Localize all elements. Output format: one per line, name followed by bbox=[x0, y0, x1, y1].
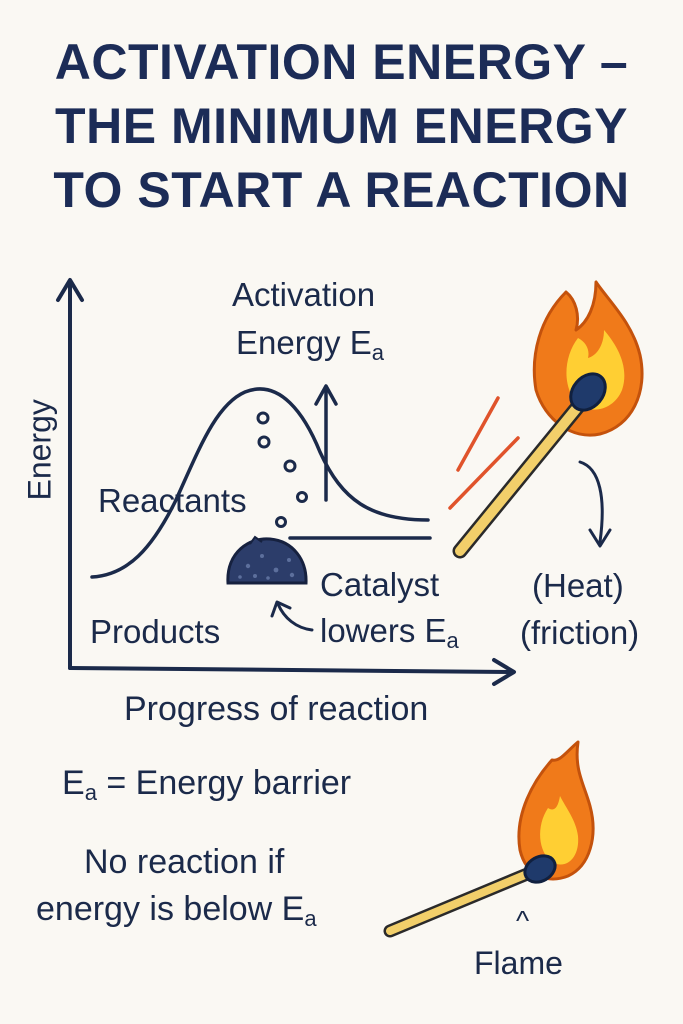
no-reaction-line-2: energy is below Ea bbox=[36, 890, 317, 932]
burning-match-icon bbox=[452, 280, 644, 559]
catalyst-subscript: a bbox=[446, 628, 459, 653]
catalyst-label-text: lowers E bbox=[320, 612, 447, 649]
title-line-2: THE MINIMUM ENERGY bbox=[55, 98, 628, 154]
x-axis-label: Progress of reaction bbox=[124, 690, 429, 728]
heat-label: (Heat) bbox=[532, 567, 624, 604]
activation-label-line-2: Energy Ea bbox=[236, 324, 384, 366]
title-line-3: TO START A REACTION bbox=[53, 162, 630, 218]
heat-curved-arrow bbox=[578, 460, 612, 548]
energy-barrier-line: Ea = Energy barrier bbox=[62, 764, 351, 806]
particles bbox=[256, 411, 308, 528]
flame-caret: ^ bbox=[516, 905, 530, 936]
x-axis-line bbox=[68, 666, 514, 674]
no-reaction-subscript: a bbox=[304, 906, 317, 931]
barrier-text: = Energy barrier bbox=[96, 764, 352, 802]
catalyst-label-line-1: Catalyst bbox=[320, 566, 440, 603]
reactants-label: Reactants bbox=[98, 482, 247, 519]
activation-label-line-1: Activation bbox=[232, 276, 376, 313]
catalyst-label-line-2: lowers Ea bbox=[320, 612, 459, 654]
page-title: ACTIVATION ENERGY – THE MINIMUM ENERGY T… bbox=[0, 30, 683, 222]
barrier-subscript: a bbox=[84, 780, 97, 805]
x-axis-arrowhead bbox=[492, 658, 516, 686]
barrier-prefix: E bbox=[62, 764, 85, 802]
activation-energy-arrow bbox=[314, 384, 338, 502]
activation-label-text: Energy E bbox=[236, 324, 372, 361]
flame-label: Flame bbox=[474, 945, 563, 981]
axes bbox=[56, 278, 516, 686]
activation-subscript: a bbox=[371, 340, 384, 365]
catalyst-rock-icon bbox=[226, 535, 308, 585]
no-reaction-text: energy is below E bbox=[36, 890, 305, 928]
title-line-1: ACTIVATION ENERGY – bbox=[54, 34, 629, 90]
y-axis-label: Energy bbox=[21, 399, 58, 501]
products-label: Products bbox=[90, 613, 221, 650]
friction-label: (friction) bbox=[520, 614, 640, 651]
spark-lines-icon bbox=[448, 396, 520, 510]
y-axis-arrowhead bbox=[56, 278, 84, 302]
energy-curve bbox=[90, 387, 430, 579]
catalyst-pointer-arrow bbox=[270, 600, 314, 632]
small-match-icon bbox=[383, 740, 595, 938]
no-reaction-line-1: No reaction if bbox=[84, 843, 285, 881]
